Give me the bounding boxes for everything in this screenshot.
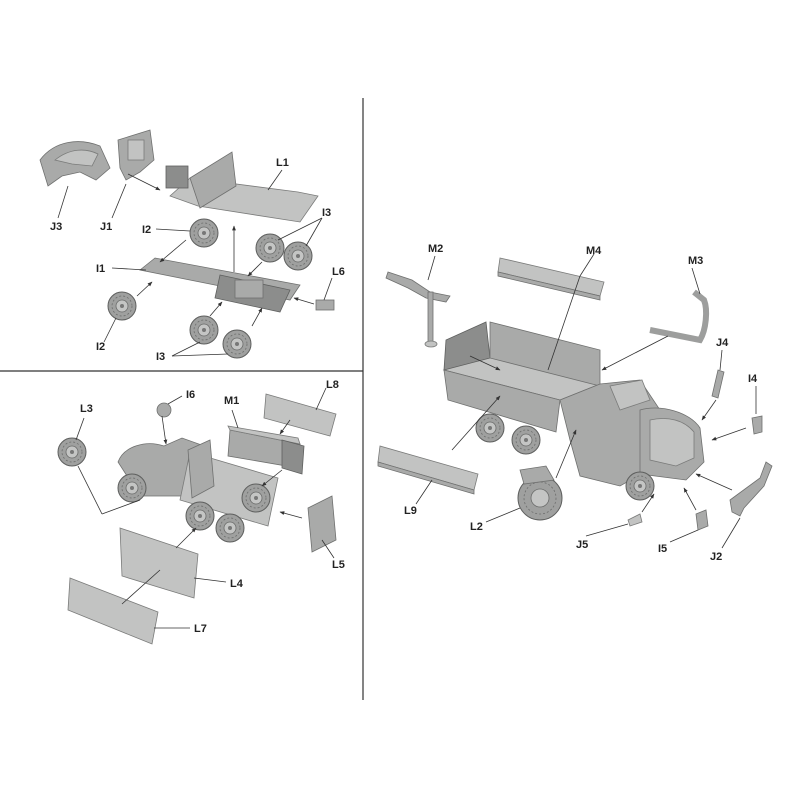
wheel-i3-top-a — [255, 233, 285, 263]
part-l5-side — [307, 495, 337, 553]
label-l5: L5 — [332, 559, 345, 571]
part-l2-spare-wheel — [517, 465, 563, 521]
part-j2-bumper — [729, 461, 773, 517]
label-l3: L3 — [80, 403, 93, 415]
label-i6: I6 — [186, 389, 195, 401]
panel-body-assembly: L3 I6 M1 L8 L5 L4 L7 — [57, 379, 345, 645]
label-l1: L1 — [276, 157, 289, 169]
label-j3: J3 — [50, 221, 62, 233]
label-i1: I1 — [96, 263, 105, 275]
part-i4 — [751, 415, 763, 435]
label-j1: J1 — [100, 221, 112, 233]
part-l1-floor — [165, 151, 319, 223]
label-i5: I5 — [658, 543, 667, 555]
part-j5 — [627, 513, 643, 527]
part-m2-post — [385, 271, 451, 348]
label-l4: L4 — [230, 578, 244, 590]
label-i3-top: I3 — [322, 207, 331, 219]
label-m2: M2 — [428, 243, 443, 255]
part-m1-bed — [227, 425, 305, 475]
label-i3-bottom: I3 — [156, 351, 165, 363]
label-l8: L8 — [326, 379, 339, 391]
part-j1-frame — [117, 129, 155, 181]
part-l3-spare-wheel — [57, 437, 87, 467]
panel-chassis-assembly: L1 J3 J1 I2 I3 I1 L6 I2 I3 — [39, 129, 345, 363]
wheel-i2-bottom — [107, 291, 137, 321]
label-l7: L7 — [194, 623, 207, 635]
label-l6: L6 — [332, 266, 345, 278]
label-j5: J5 — [576, 539, 588, 551]
part-l6 — [315, 299, 335, 311]
wheel-i3-top-b — [283, 241, 313, 271]
label-i2-bottom: I2 — [96, 341, 105, 353]
part-l8-panel — [263, 393, 337, 437]
cab-chassis — [117, 437, 279, 543]
truck-assembled — [442, 321, 705, 501]
part-j4 — [711, 369, 725, 399]
part-i5 — [695, 509, 709, 531]
part-i6 — [156, 402, 172, 418]
label-m4: M4 — [586, 245, 602, 257]
part-l4-side — [119, 527, 199, 599]
part-i1-chassis — [139, 257, 301, 313]
part-l7-side — [67, 577, 159, 645]
label-j4: J4 — [716, 337, 729, 349]
label-j2: J2 — [710, 551, 722, 563]
label-m1: M1 — [224, 395, 239, 407]
wheel-i2-top — [189, 218, 219, 248]
label-l2: L2 — [470, 521, 483, 533]
label-i2-top: I2 — [142, 224, 151, 236]
label-l9: L9 — [404, 505, 417, 517]
wheel-i3-bottom-a — [189, 315, 219, 345]
part-m3-bow — [649, 289, 710, 344]
label-i4: I4 — [748, 373, 758, 385]
part-j3-fender — [39, 141, 111, 187]
panel-final-assembly: M2 M4 M3 J4 I4 L9 L2 J5 I5 J2 — [377, 243, 773, 563]
label-m3: M3 — [688, 255, 703, 267]
